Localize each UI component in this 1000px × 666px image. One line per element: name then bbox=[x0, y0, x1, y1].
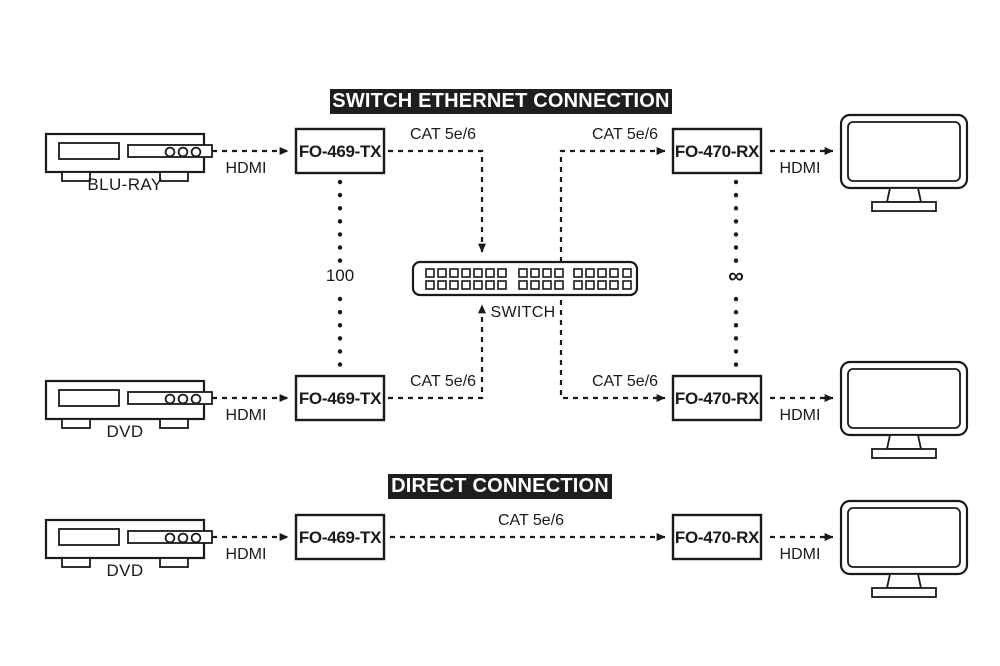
label-hdmi-rx-display-top: HDMI bbox=[780, 160, 821, 177]
banner-direct-connection: DIRECT CONNECTION bbox=[388, 474, 612, 499]
label-hdmi-source-tx-top: HDMI bbox=[226, 160, 267, 177]
receiver-box-direct bbox=[671, 513, 763, 561]
label-hdmi-source-tx-direct: HDMI bbox=[226, 546, 267, 563]
row-top: BLU-RAY HDMI FO-469-TX CAT 5e/6 CAT 5e/6… bbox=[44, 113, 969, 262]
label-hdmi-source-tx-bottom: HDMI bbox=[226, 407, 267, 424]
label-hdmi-rx-display-bottom: HDMI bbox=[780, 407, 821, 424]
link-cat-tx-switch-bottom bbox=[388, 304, 486, 400]
label-cat-tx-rx-direct: CAT 5e/6 bbox=[498, 512, 564, 529]
receiver-stack-indicator: ∞ bbox=[728, 179, 744, 381]
receiver-stack-count: ∞ bbox=[728, 263, 744, 288]
transmitter-label-direct: FO-469-TX bbox=[299, 528, 382, 547]
source-label-bluray: BLU-RAY bbox=[87, 175, 162, 194]
transmitter-box-direct bbox=[294, 513, 386, 561]
receiver-box-bottom bbox=[671, 374, 763, 422]
label-cat-tx-switch-bottom: CAT 5e/6 bbox=[410, 373, 476, 390]
network-switch-body bbox=[411, 260, 639, 297]
label-cat-switch-rx-top: CAT 5e/6 bbox=[592, 126, 658, 143]
monitor-icon-bottom bbox=[839, 360, 969, 459]
label-cat-switch-rx-bottom: CAT 5e/6 bbox=[592, 373, 658, 390]
media-player-icon-dvd-switch bbox=[44, 379, 213, 429]
transmitter-stack-indicator: 100 bbox=[326, 179, 354, 381]
media-player-icon-bluray bbox=[44, 132, 213, 182]
receiver-label-bottom: FO-470-RX bbox=[675, 389, 760, 408]
link-cat-switch-rx-top bbox=[559, 147, 666, 262]
media-player-icon-dvd-direct bbox=[44, 518, 213, 568]
link-cat-tx-switch-top bbox=[388, 149, 486, 253]
switch-port-group-4 bbox=[622, 268, 632, 290]
switch-port-group-1 bbox=[425, 268, 507, 290]
row-direct: DVD HDMI FO-469-TX CAT 5e/6 FO-470-RX HD… bbox=[44, 499, 969, 598]
monitor-icon-top bbox=[839, 113, 969, 212]
network-switch-icon bbox=[411, 260, 639, 297]
banner-background bbox=[330, 89, 672, 114]
source-label-dvd-direct: DVD bbox=[106, 561, 143, 580]
receiver-label-top: FO-470-RX bbox=[675, 142, 760, 161]
transmitter-box-bottom bbox=[294, 374, 386, 422]
row-bottom: DVD HDMI FO-469-TX CAT 5e/6 CAT 5e/6 FO-… bbox=[44, 300, 969, 459]
network-switch-label: SWITCH bbox=[491, 304, 556, 321]
transmitter-label-bottom: FO-469-TX bbox=[299, 389, 382, 408]
transmitter-stack-count: 100 bbox=[326, 266, 354, 285]
switch-port-group-2 bbox=[518, 268, 564, 290]
receiver-box-top bbox=[671, 127, 763, 175]
link-cat-switch-rx-bottom bbox=[559, 300, 666, 402]
banner-label-switch-ethernet: SWITCH ETHERNET CONNECTION bbox=[332, 90, 669, 112]
transmitter-box-top bbox=[294, 127, 386, 175]
switch-port-group-3 bbox=[573, 268, 619, 290]
source-label-dvd-switch: DVD bbox=[106, 422, 143, 441]
label-cat-tx-switch-top: CAT 5e/6 bbox=[410, 126, 476, 143]
monitor-icon-direct bbox=[839, 499, 969, 598]
banner-switch-ethernet: SWITCH ETHERNET CONNECTION bbox=[330, 89, 672, 114]
label-hdmi-rx-display-direct: HDMI bbox=[780, 546, 821, 563]
banner-label-direct: DIRECT CONNECTION bbox=[391, 475, 609, 497]
receiver-label-direct: FO-470-RX bbox=[675, 528, 760, 547]
banner-background-direct bbox=[388, 474, 612, 499]
transmitter-label-top: FO-469-TX bbox=[299, 142, 382, 161]
